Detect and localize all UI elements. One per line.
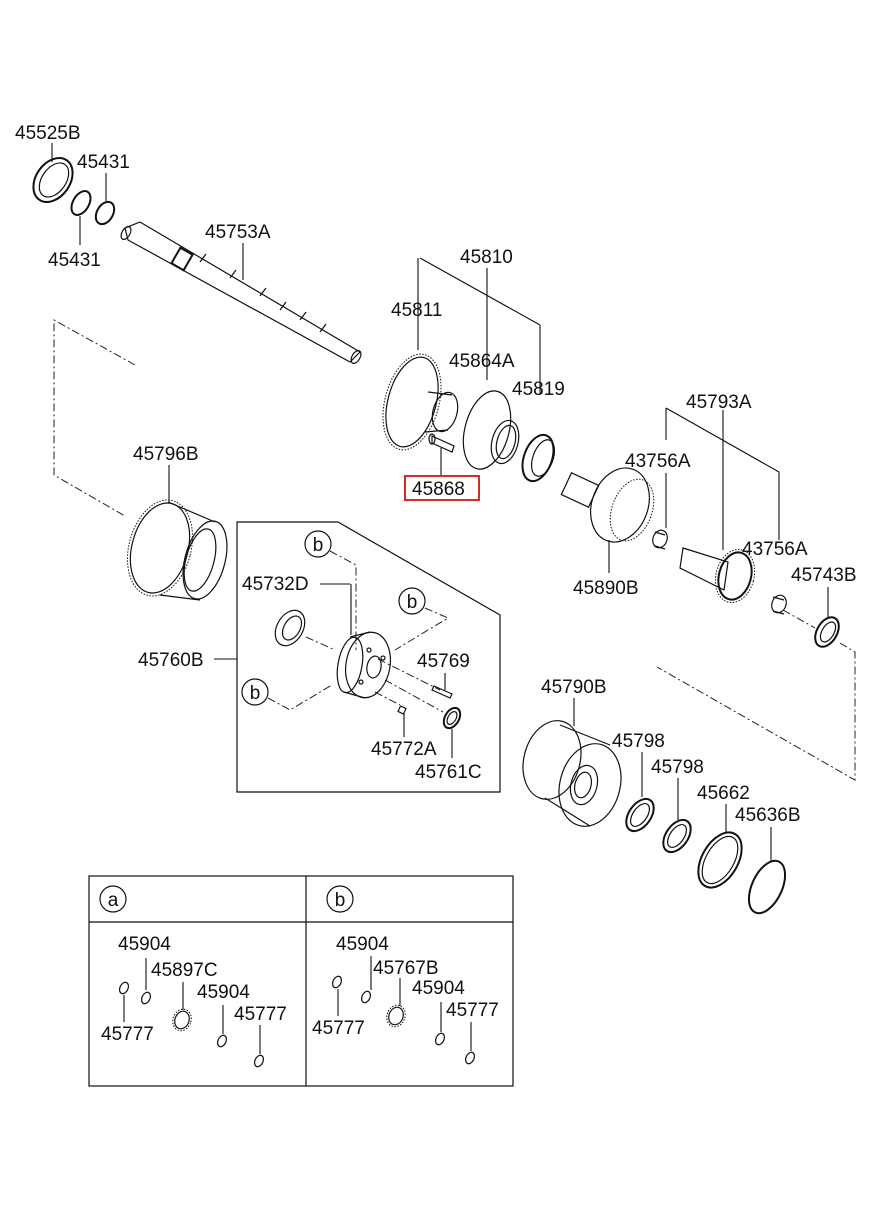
- part-45753A-shaft[interactable]: [119, 221, 363, 365]
- legend-table: [88, 875, 514, 1087]
- part-45772A-pin[interactable]: [397, 705, 407, 715]
- part-45796B-drum[interactable]: [117, 493, 234, 604]
- label-45743B[interactable]: 45743B: [791, 565, 857, 586]
- svg-text:b: b: [407, 592, 418, 613]
- legend-b-parts: [331, 956, 476, 1065]
- callout-b-1-line: [329, 550, 357, 650]
- part-45636B-ring[interactable]: [742, 855, 793, 918]
- callout-b-2[interactable]: b: [398, 587, 426, 615]
- part-45790B-drum[interactable]: [515, 714, 630, 833]
- part-45864A-carrier[interactable]: [455, 386, 523, 475]
- legend-b-label-45777-2[interactable]: 45777: [446, 1000, 499, 1021]
- part-45868-pin[interactable]: [428, 433, 455, 453]
- svg-text:a: a: [108, 890, 119, 911]
- callout-b-2-line: [394, 607, 450, 651]
- legend-b-label-45904-1[interactable]: 45904: [336, 934, 389, 955]
- part-45743B-washer[interactable]: [810, 613, 843, 651]
- legend-a-label-45904-2[interactable]: 45904: [197, 982, 250, 1003]
- label-45798-2[interactable]: 45798: [651, 757, 704, 778]
- legend-header-a: a: [99, 885, 127, 913]
- svg-text:b: b: [335, 890, 346, 911]
- leader-group-45810: [417, 257, 541, 395]
- label-43756A-1[interactable]: 43756A: [625, 451, 691, 472]
- dashed-assembly-line-right: [656, 609, 856, 781]
- part-45761C-washer[interactable]: [440, 705, 463, 731]
- part-45525B[interactable]: [25, 151, 80, 210]
- label-45864A[interactable]: 45864A: [449, 351, 515, 372]
- highlight-box-45868: [404, 475, 480, 501]
- label-45662[interactable]: 45662: [697, 783, 750, 804]
- legend-a-label-45897C[interactable]: 45897C: [151, 960, 218, 981]
- legend-a-label-45777-1[interactable]: 45777: [101, 1024, 154, 1045]
- part-45890B[interactable]: [560, 460, 661, 551]
- svg-text:b: b: [313, 535, 324, 556]
- label-45761C[interactable]: 45761C: [415, 762, 482, 783]
- part-45769-pin[interactable]: [431, 685, 453, 699]
- label-45431-bottom[interactable]: 45431: [48, 250, 101, 271]
- part-45793A-gear-shaft[interactable]: [679, 545, 760, 607]
- label-45772A[interactable]: 45772A: [371, 739, 437, 760]
- callout-b-3-line: [267, 684, 333, 711]
- part-45431-b[interactable]: [92, 199, 118, 228]
- part-45662-ring[interactable]: [689, 825, 750, 895]
- label-45811[interactable]: 45811: [391, 300, 442, 321]
- legend-b-label-45767B[interactable]: 45767B: [373, 958, 439, 979]
- label-45798-1[interactable]: 45798: [612, 731, 665, 752]
- legend-a-parts: [118, 958, 265, 1068]
- part-45431-a[interactable]: [68, 188, 95, 219]
- svg-text:b: b: [250, 683, 261, 704]
- legend-a-label-45777-2[interactable]: 45777: [234, 1004, 287, 1025]
- callout-b-3[interactable]: b: [241, 678, 269, 706]
- label-45431-top[interactable]: 45431: [77, 152, 130, 173]
- part-45811-gear[interactable]: [373, 348, 462, 457]
- part-45732D-thrust-washer[interactable]: [269, 605, 311, 651]
- label-45636B[interactable]: 45636B: [735, 805, 801, 826]
- part-43756A-bushing-1[interactable]: [650, 528, 669, 550]
- legend-header-b: b: [326, 885, 354, 913]
- label-45769[interactable]: 45769: [417, 651, 470, 672]
- label-45525B[interactable]: 45525B: [15, 123, 81, 144]
- label-45753A[interactable]: 45753A: [205, 222, 271, 243]
- part-45798-seal-2[interactable]: [658, 815, 697, 857]
- label-45868[interactable]: 45868: [412, 479, 465, 500]
- assembly-dash-lines: [305, 636, 444, 713]
- label-45796B[interactable]: 45796B: [133, 444, 199, 465]
- part-45819-bearing[interactable]: [517, 431, 560, 486]
- legend-b-label-45904-2[interactable]: 45904: [412, 978, 465, 999]
- label-43756A-2[interactable]: 43756A: [742, 539, 808, 560]
- dashed-assembly-line-left: [53, 319, 136, 517]
- callout-b-1[interactable]: b: [304, 530, 332, 558]
- label-45890B[interactable]: 45890B: [573, 578, 639, 599]
- label-45732D[interactable]: 45732D: [242, 574, 309, 595]
- label-45760B[interactable]: 45760B: [138, 650, 204, 671]
- subassembly-box-45760B: [236, 521, 501, 793]
- legend-b-label-45777-1[interactable]: 45777: [312, 1018, 365, 1039]
- legend-a-label-45904-1[interactable]: 45904: [118, 934, 171, 955]
- part-45798-seal-1[interactable]: [621, 794, 660, 836]
- label-45810[interactable]: 45810: [460, 247, 513, 268]
- part-43756A-bushing-2[interactable]: [769, 593, 788, 615]
- label-45819[interactable]: 45819: [512, 379, 565, 400]
- label-45790B[interactable]: 45790B: [541, 677, 607, 698]
- label-45793A[interactable]: 45793A: [686, 392, 752, 413]
- part-45760B-carrier[interactable]: [333, 629, 395, 702]
